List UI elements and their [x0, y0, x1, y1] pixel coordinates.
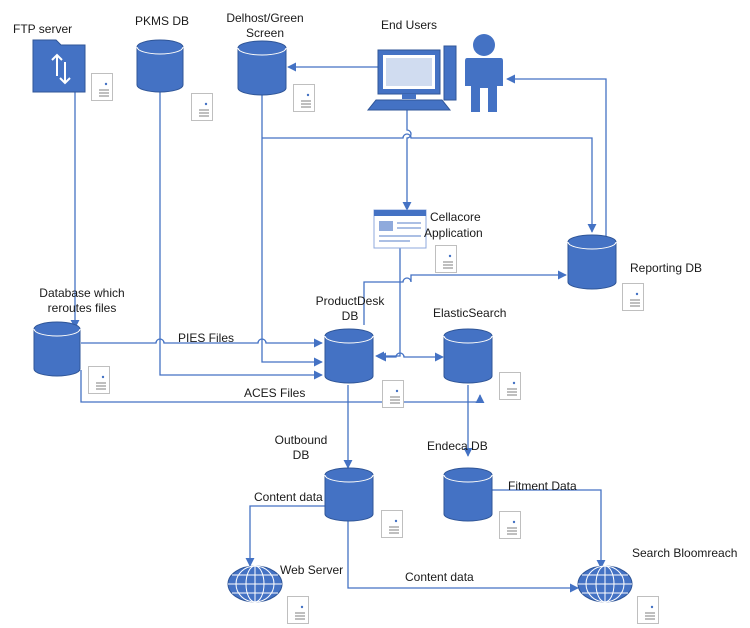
content-data-label: Content data — [254, 490, 323, 504]
productdesk-label-line1: ProductDesk — [315, 294, 385, 308]
globe-icon — [577, 565, 633, 603]
person-icon — [465, 34, 503, 112]
delhost-label-line2: Screen — [245, 26, 285, 40]
end-users-label: End Users — [381, 18, 438, 32]
cellacore-label-line2: Application — [424, 226, 483, 240]
connector-productdesk-elastic — [377, 352, 444, 362]
document-icon — [637, 596, 659, 624]
document-icon — [191, 93, 213, 121]
reporting-db-label: Reporting DB — [630, 261, 703, 275]
connectors — [70, 62, 607, 593]
document-icon — [287, 596, 309, 624]
outbound-db-cylinder — [324, 467, 374, 522]
connector-endeca-to-bloomreach — [492, 489, 606, 569]
cellacore-label-line1: Cellacore — [430, 210, 481, 224]
pies-files-label: PIES Files — [178, 331, 235, 345]
connector-endusers-to-cellacore — [402, 110, 412, 211]
connector-delhost-to-productdesk — [261, 95, 323, 367]
elasticsearch-db-cylinder — [443, 328, 493, 384]
connector-reporting-to-user — [506, 74, 607, 245]
database-cylinders — [33, 39, 617, 522]
delhost-db-cylinder — [237, 40, 287, 96]
reroute-db-label-line1: Database which — [39, 286, 125, 300]
endeca-db-label: Endeca DB — [427, 439, 488, 453]
web-server-label: Web Server — [280, 563, 344, 577]
search-bloomreach-label: Search Bloomreach — [632, 546, 738, 560]
document-icon — [382, 380, 404, 408]
document-icon — [622, 283, 644, 311]
fitment-data-label: Fitment Data — [508, 479, 577, 493]
outbound-label-line2: DB — [292, 448, 310, 462]
connector-productdesk-to-reporting — [363, 270, 567, 325]
document-icon — [435, 245, 457, 273]
pkms-db-cylinder — [136, 39, 184, 93]
document-icon — [499, 372, 521, 400]
reroute-db-label-line2: reroutes files — [47, 301, 117, 315]
connector-aces-files — [80, 370, 485, 404]
connector-delhost-to-reporting — [262, 133, 597, 233]
document-icon — [381, 510, 403, 538]
elasticsearch-label: ElasticSearch — [433, 306, 507, 320]
document-icon — [499, 511, 521, 539]
ftp-folder-icon — [32, 39, 86, 93]
endeca-db-cylinder — [443, 467, 493, 522]
delhost-label-line1: Delhost/Green — [226, 11, 304, 25]
application-window-icon — [373, 209, 427, 249]
productdesk-db-cylinder — [324, 328, 374, 384]
document-icon — [88, 366, 110, 394]
outbound-label-line1: Outbound — [274, 433, 328, 447]
globe-icon — [227, 565, 283, 603]
aces-files-label: ACES Files — [244, 386, 306, 400]
connector-pies-files — [81, 338, 323, 348]
connector-outbound-to-bloomreach — [347, 520, 579, 593]
reporting-db-cylinder — [567, 234, 617, 290]
reroute-db-cylinder — [33, 321, 81, 377]
ftp-server-label: FTP server — [13, 22, 73, 36]
document-icon — [91, 73, 113, 101]
pkms-db-label: PKMS DB — [135, 14, 190, 28]
desktop-computer-icon — [366, 45, 457, 111]
content-data-label: Content data — [405, 570, 474, 584]
connector-pkms-to-productdesk — [159, 85, 323, 380]
connector-outbound-to-webserver — [245, 505, 325, 567]
productdesk-label-line2: DB — [341, 309, 359, 323]
document-icon — [293, 84, 315, 112]
